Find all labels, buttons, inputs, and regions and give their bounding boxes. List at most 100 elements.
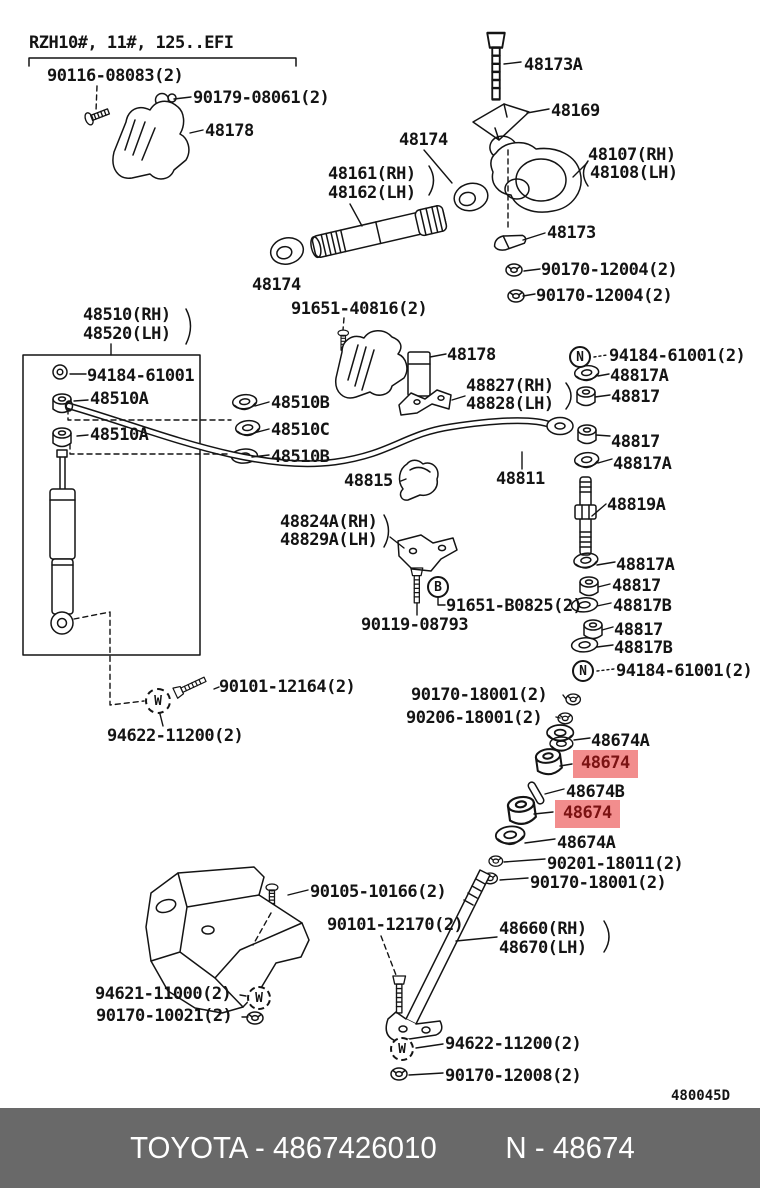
link-rod-drawing-48660 <box>385 869 491 1042</box>
block-drawing-48169 <box>472 103 530 141</box>
frame-drawing-94621 <box>145 866 310 1014</box>
part-callout-48817B[interactable]: 48817B <box>614 638 673 658</box>
part-callout-48173A[interactable]: 48173A <box>524 55 583 75</box>
part-callout-91651-B0825[interactable]: 91651-B0825(2) <box>446 596 583 616</box>
part-callout-48162[interactable]: 48162(LH) <box>328 183 416 203</box>
nut-icon-90170-12004-a <box>505 263 523 277</box>
bushing-icon-48817-3 <box>579 576 599 597</box>
bolt-drawing-90101-12170 <box>392 975 407 1014</box>
part-callout-48817A[interactable]: 48817A <box>613 454 672 474</box>
bracket-drawing-48178-left <box>112 100 190 180</box>
part-callout-48520[interactable]: 48520(LH) <box>83 324 171 344</box>
part-callout-48819A[interactable]: 48819A <box>607 495 666 515</box>
part-callout-90170-12008[interactable]: 90170-12008(2) <box>445 1066 582 1086</box>
part-callout-90170-18001[interactable]: 90170-18001(2) <box>530 873 667 893</box>
bolt-drawing-90119 <box>410 567 424 604</box>
washer-marker-icon: W <box>145 688 171 714</box>
model-range-bracket <box>28 57 297 67</box>
nut-marker-icon: N <box>572 660 594 682</box>
part-callout-48829A[interactable]: 48829A(LH) <box>280 530 378 550</box>
pin-icon-48674B <box>527 781 545 805</box>
part-callout-48674B[interactable]: 48674B <box>566 782 625 802</box>
footer-brand-part-number: TOYOTA - 4867426010 <box>129 1130 437 1165</box>
stabilizer-bar-drawing-48811 <box>64 400 574 468</box>
part-callout-90101-12164[interactable]: 90101-12164(2) <box>219 677 356 697</box>
part-callout-90170-18001[interactable]: 90170-18001(2) <box>411 685 548 705</box>
part-callout-48161[interactable]: 48161(RH) <box>328 164 416 184</box>
bolt-marker-icon: B <box>427 576 449 598</box>
part-callout-48178[interactable]: 48178 <box>447 345 496 365</box>
part-callout-48510A[interactable]: 48510A <box>90 389 149 409</box>
part-callout-48510C[interactable]: 48510C <box>271 420 330 440</box>
part-callout-48510[interactable]: 48510(RH) <box>83 305 171 325</box>
part-callout-90170-12004[interactable]: 90170-12004(2) <box>541 260 678 280</box>
part-callout-48824A[interactable]: 48824A(RH) <box>280 512 378 532</box>
nut-icon-90170-10021 <box>246 1011 264 1025</box>
part-callout-48674A[interactable]: 48674A <box>591 731 650 751</box>
part-callout-48817A[interactable]: 48817A <box>616 555 675 575</box>
washer-stack-icon-48674A-1 <box>546 724 575 752</box>
part-callout-48817[interactable]: 48817 <box>611 387 660 407</box>
part-callout-91651-40816[interactable]: 91651-40816(2) <box>291 299 428 319</box>
washer-icon-48817A-2 <box>573 450 601 470</box>
washer-marker-icon: W <box>390 1037 414 1061</box>
part-callout-48173[interactable]: 48173 <box>547 223 596 243</box>
footer-bar: TOYOTA - 4867426010 N - 48674 <box>0 1108 760 1188</box>
part-callout-90101-12170[interactable]: 90101-12170(2) <box>327 915 464 935</box>
retainer-drawing-48173 <box>493 234 527 251</box>
torsion-bar-drawing-48161 <box>310 204 448 259</box>
part-callout-48811[interactable]: 48811 <box>496 469 545 489</box>
part-callout-48674-selected[interactable]: 48674 <box>573 750 638 778</box>
part-callout-48828[interactable]: 48828(LH) <box>466 394 554 414</box>
part-callout-90170-10021[interactable]: 90170-10021(2) <box>96 1006 233 1026</box>
part-callout-48674A[interactable]: 48674A <box>557 833 616 853</box>
bushing-icon-48817-2 <box>577 424 597 445</box>
part-callout-48510B[interactable]: 48510B <box>271 447 330 467</box>
part-callout-48174[interactable]: 48174 <box>252 275 301 295</box>
part-callout-94184-61001[interactable]: 94184-61001 <box>87 366 195 386</box>
part-callout-48660[interactable]: 48660(RH) <box>499 919 587 939</box>
part-callout-48817[interactable]: 48817 <box>614 620 663 640</box>
part-callout-94621-11000[interactable]: 94621-11000(2) <box>95 984 232 1004</box>
part-callout-48827[interactable]: 48827(RH) <box>466 376 554 396</box>
footer-part-ref: N - 48674 <box>505 1130 636 1165</box>
cap-drawing-48174-upper <box>453 182 489 212</box>
part-callout-90170-12004[interactable]: 90170-12004(2) <box>536 286 673 306</box>
part-callout-48817B[interactable]: 48817B <box>613 596 672 616</box>
part-callout-90206-18001[interactable]: 90206-18001(2) <box>406 708 543 728</box>
part-callout-94184-61001[interactable]: 94184-61001(2) <box>609 346 746 366</box>
nut-icon-90170-18001-1 <box>565 693 582 706</box>
nut-icon-90170-12008 <box>390 1067 408 1081</box>
bolt-drawing-90116 <box>82 104 112 127</box>
part-callout-48817[interactable]: 48817 <box>611 432 660 452</box>
part-callout-94622-11200[interactable]: 94622-11200(2) <box>107 726 244 746</box>
bracket-drawing-48824A <box>397 534 458 572</box>
shock-absorber-drawing-48510 <box>49 449 76 635</box>
part-callout-48510A[interactable]: 48510A <box>90 425 149 445</box>
bolt-drawing-90101-12164 <box>172 673 208 699</box>
part-callout-48108[interactable]: 48108(LH) <box>590 163 678 183</box>
part-callout-48674-selected[interactable]: 48674 <box>555 800 620 828</box>
part-callout-90119-08793[interactable]: 90119-08793 <box>361 615 469 635</box>
part-callout-48174[interactable]: 48174 <box>399 130 448 150</box>
part-callout-48178[interactable]: 48178 <box>205 121 254 141</box>
part-callout-94184-61001[interactable]: 94184-61001(2) <box>616 661 753 681</box>
part-callout-90201-18011[interactable]: 90201-18011(2) <box>547 854 684 874</box>
part-callout-48510B[interactable]: 48510B <box>271 393 330 413</box>
part-callout-94622-11200[interactable]: 94622-11200(2) <box>445 1034 582 1054</box>
part-callout-48815[interactable]: 48815 <box>344 471 393 491</box>
washer-icon-48510C <box>234 418 262 438</box>
part-callout-48169[interactable]: 48169 <box>551 101 600 121</box>
part-callout-48107[interactable]: 48107(RH) <box>588 145 676 165</box>
part-callout-90116-08083[interactable]: 90116-08083(2) <box>47 66 184 86</box>
part-callout-90105-10166[interactable]: 90105-10166(2) <box>310 882 447 902</box>
leader-lines <box>69 61 616 1076</box>
bushing-icon-48510A-2 <box>52 427 72 448</box>
part-callout-48817[interactable]: 48817 <box>612 576 661 596</box>
washer-icon-48817B-2 <box>570 635 599 654</box>
part-callout-48817A[interactable]: 48817A <box>610 366 669 386</box>
exploded-parts-drawing <box>22 31 616 1081</box>
part-callout-48670[interactable]: 48670(LH) <box>499 938 587 958</box>
part-callout-90179-08061[interactable]: 90179-08061(2) <box>193 88 330 108</box>
diagram-reference-code: 480045D <box>671 1088 731 1104</box>
